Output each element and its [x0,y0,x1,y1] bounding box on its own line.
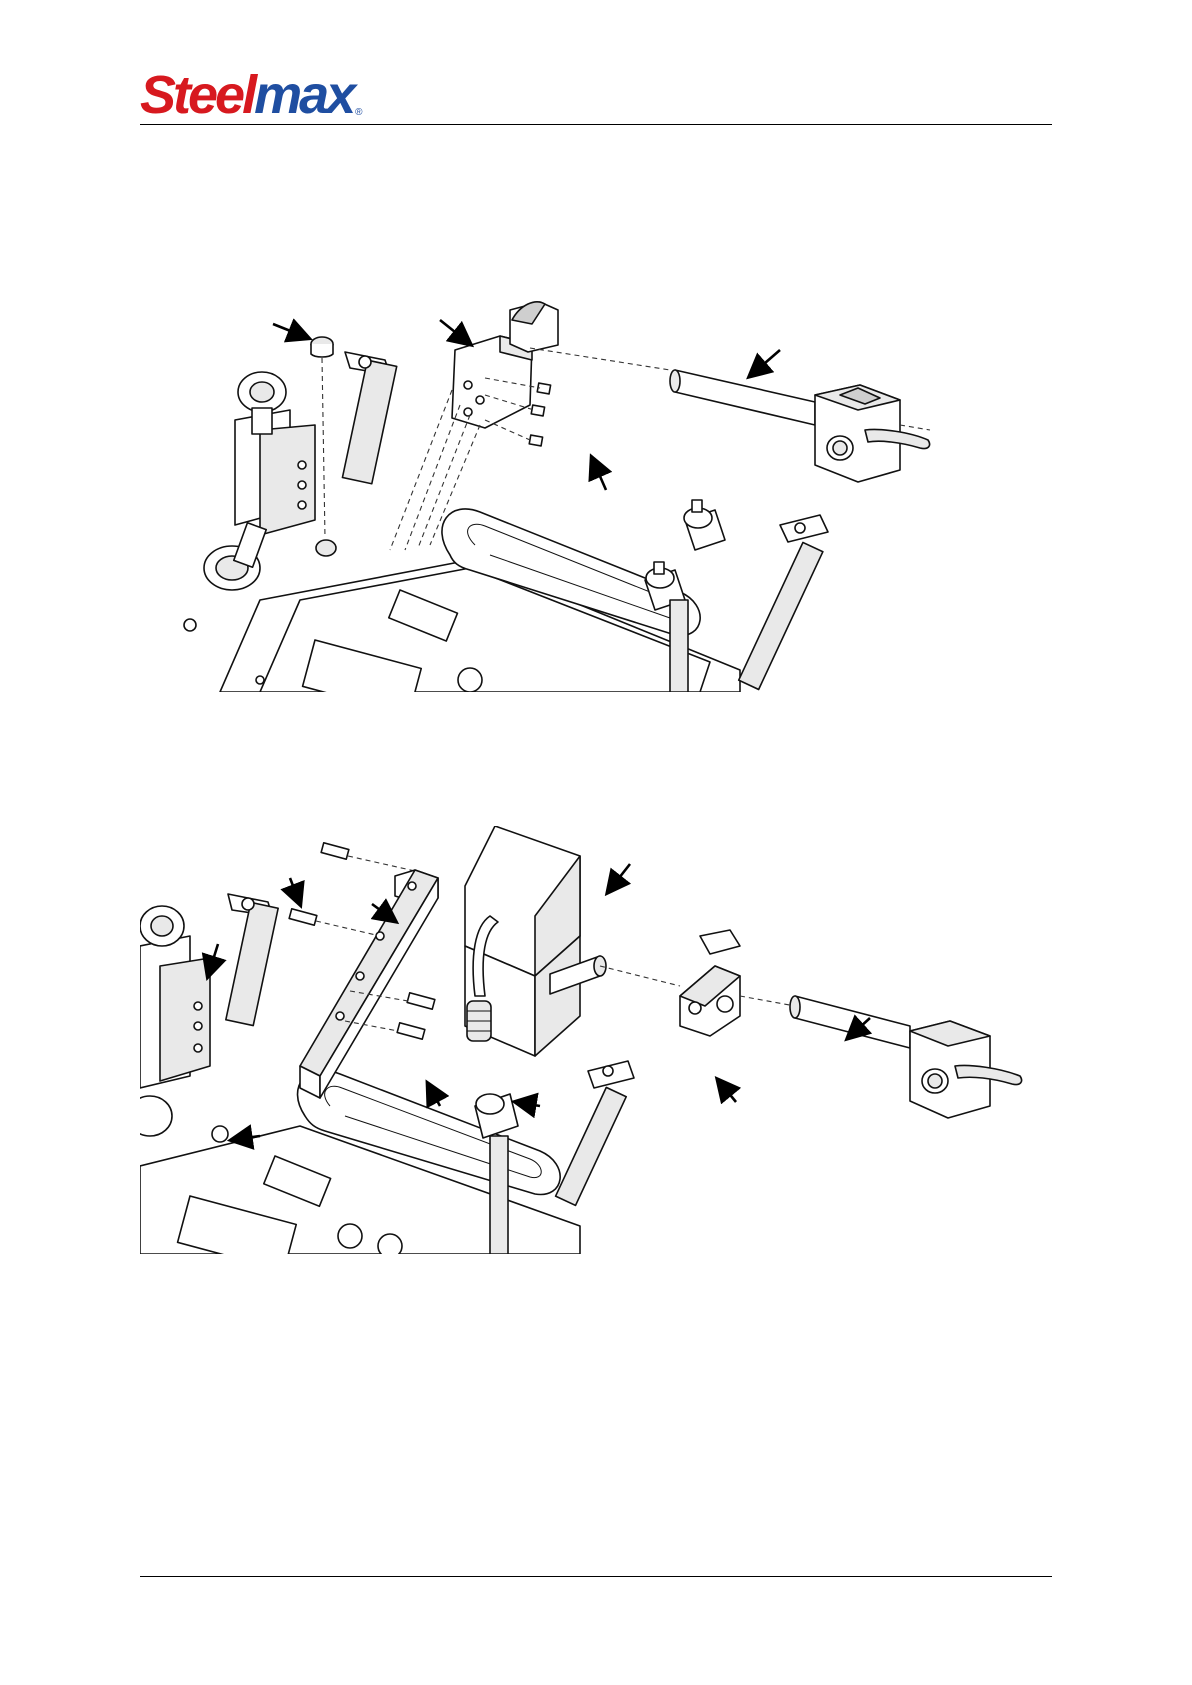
logo-text-max: max [254,68,353,122]
steelmax-logo: Steel max ® [140,66,363,122]
motor-unit [465,826,606,1056]
support-rod [790,996,910,1048]
wheel-bracket-right [645,500,828,692]
rod-clamp-block [815,385,930,482]
wheel-bracket-left [226,894,278,1026]
left-guide-arm [184,372,315,631]
header-divider [140,124,1052,125]
registered-mark: ® [355,107,362,118]
small-rod-clamp [600,930,795,1036]
figure-1-exploded-view [140,300,1052,692]
logo-text-steel: Steel [140,68,254,122]
wheel-bracket-left [342,352,396,484]
footer-divider [140,1576,1052,1577]
rod-clamp-block [910,1021,1022,1118]
support-rod [670,370,815,425]
mounting-bar [300,870,438,1098]
figure-2-exploded-view [140,826,1052,1254]
left-guide-arm [140,906,228,1142]
